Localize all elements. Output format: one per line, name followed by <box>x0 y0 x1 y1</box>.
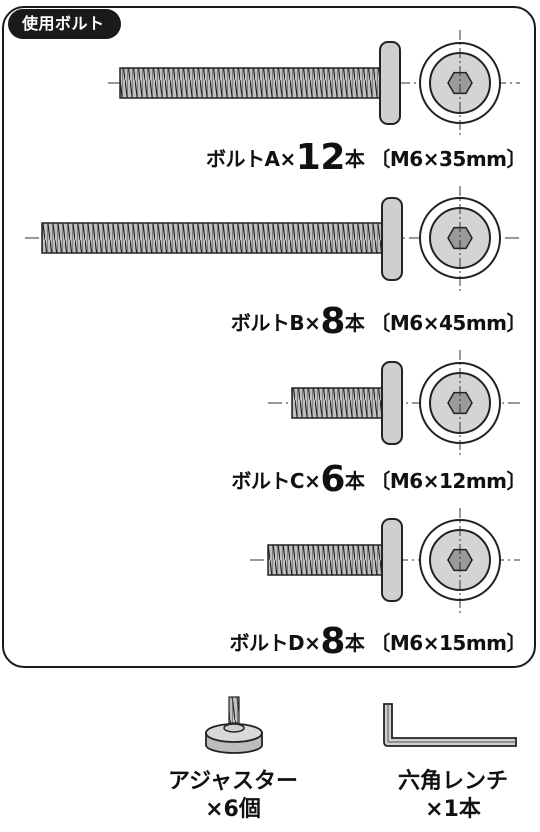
bolt-a-spec: 〔M6×35mm〕 <box>370 147 526 171</box>
bolt-c-spec: 〔M6×12mm〕 <box>370 469 526 493</box>
hex-wrench-name: 六角レンチ <box>397 769 508 794</box>
bolt-c-name: ボルトC× <box>231 469 321 493</box>
bolt-d-caption: ボルトD×8本〔M6×15mm〕 <box>229 624 526 660</box>
bolt-a-icon <box>108 30 520 136</box>
hex-wrench-qty: ×1本 <box>425 797 481 822</box>
bolt-b-name: ボルトB× <box>230 311 321 335</box>
bolt-a-count: 12 <box>295 137 346 178</box>
bolt-d-count: 8 <box>320 621 345 662</box>
bolt-d-spec: 〔M6×15mm〕 <box>370 631 526 655</box>
bolt-c-caption: ボルトC×6本〔M6×12mm〕 <box>231 462 526 498</box>
bolt-b-spec: 〔M6×45mm〕 <box>370 311 526 335</box>
bolt-d-unit: 本 <box>344 631 365 655</box>
bolt-d-name: ボルトD× <box>229 631 321 655</box>
bolt-b-caption: ボルトB×8本〔M6×45mm〕 <box>230 301 527 342</box>
adjuster-name: アジャスター <box>167 769 299 794</box>
section-badge: 使用ボルト <box>8 9 121 39</box>
bolt-a-caption: ボルトA×12本〔M6×35mm〕 <box>206 140 526 176</box>
bolt-c-icon <box>268 350 520 456</box>
adjuster-label: アジャスター ×6個 <box>158 768 308 824</box>
bolt-b-count: 8 <box>320 301 345 342</box>
bolt-b-unit: 本 <box>344 311 365 335</box>
hex-wrench-icon <box>383 703 517 747</box>
adjuster-qty: ×6個 <box>205 797 261 822</box>
bolt-c-count: 6 <box>320 459 345 500</box>
bolt-panel-frame <box>2 6 536 668</box>
bolt-b-icon <box>25 186 520 292</box>
bolt-c-unit: 本 <box>344 469 365 493</box>
bolt-a-unit: 本 <box>344 147 365 171</box>
bolt-d-icon <box>250 508 520 614</box>
bolt-a-name: ボルトA× <box>206 147 296 171</box>
adjuster-icon <box>205 696 263 754</box>
hex-wrench-label: 六角レンチ ×1本 <box>378 768 528 824</box>
